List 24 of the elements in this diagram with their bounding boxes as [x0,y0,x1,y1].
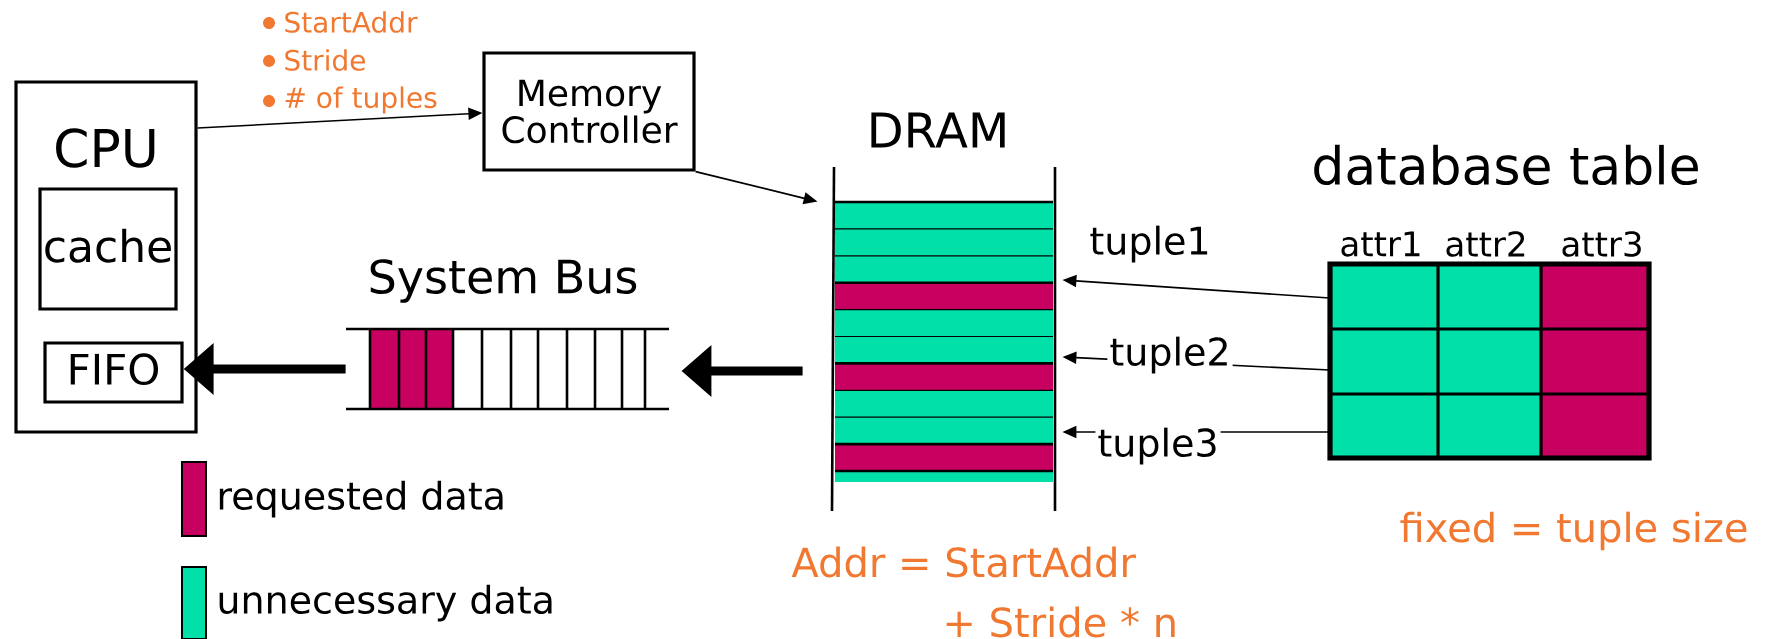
cpu-box [14,80,198,434]
heading: CPU [56,128,155,168]
address-formula: + Stride * n [946,606,1175,638]
column-header: attr1 [1341,231,1420,257]
controller-box: Memory Controller [482,51,696,172]
heading: database table [1314,144,1698,186]
bus-drawing [346,259,669,411]
edge-label: tuple1 [1087,223,1213,265]
fifo-box: FIFO [43,341,184,404]
legend-text: unnecessary data [219,584,552,622]
heading: DRAM [871,112,1005,148]
size-note: fixed = tuple size [1400,511,1747,551]
cache-box: cache [38,187,178,311]
bullet-item: StartAddr [263,11,418,33]
edge-label: tuple3 [1095,425,1221,467]
heading: System Bus [370,259,637,303]
column-header: attr2 [1446,231,1525,257]
legend-text: requested data [219,480,503,518]
memory-column [830,112,1057,512]
bullet-item: Stride [263,49,365,71]
bullet-item: # of tuples [263,86,437,114]
table-drawing [1314,144,1698,461]
column-header: attr3 [1562,231,1641,257]
edge-label: tuple2 [1107,334,1233,376]
